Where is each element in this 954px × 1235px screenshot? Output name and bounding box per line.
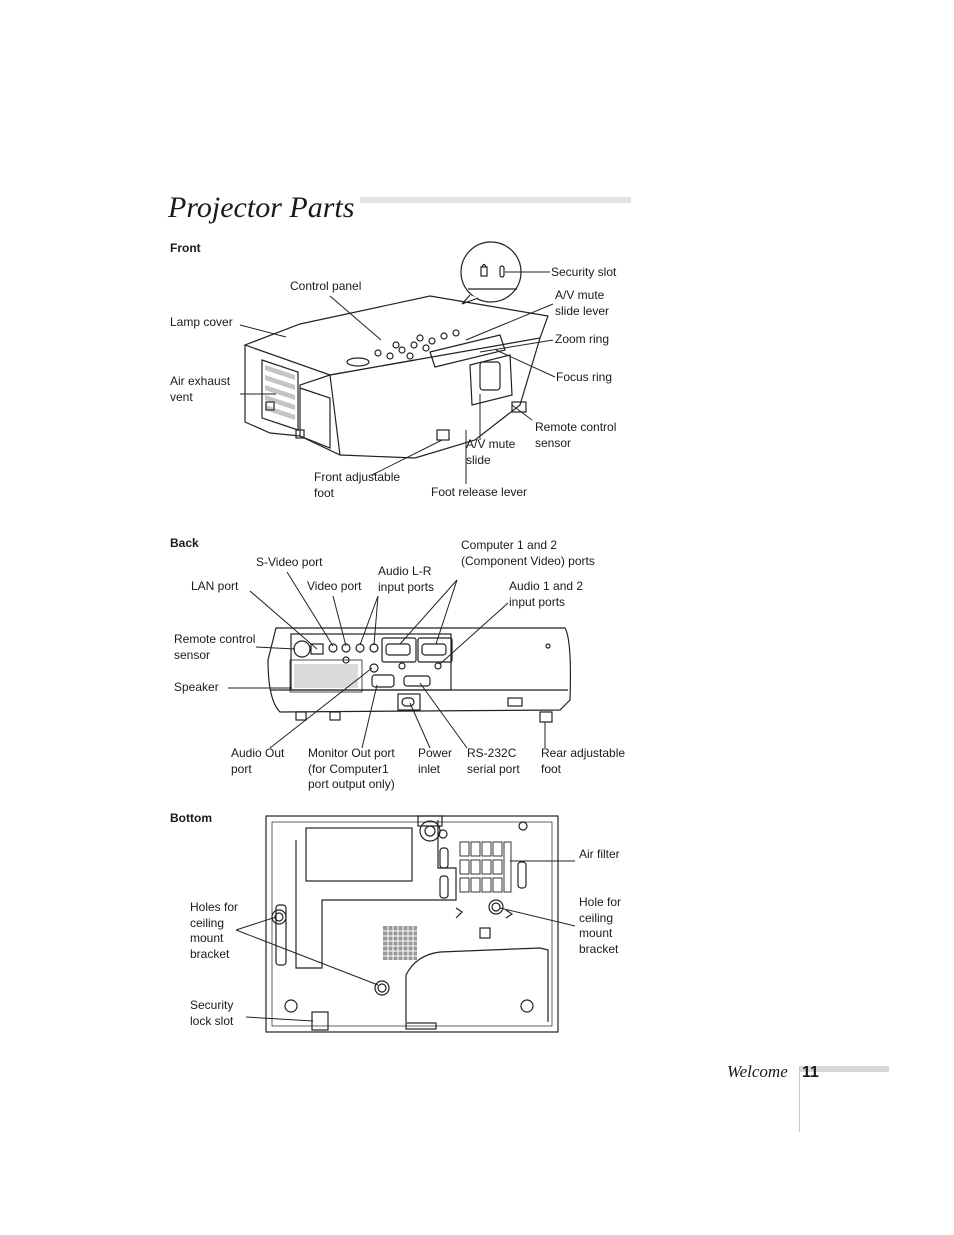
label-rs232c: RS-232C serial port [467, 746, 520, 776]
label-lamp-cover: Lamp cover [170, 315, 233, 329]
label-hole-ceiling: Hole for ceiling mount bracket [579, 895, 622, 956]
footer-section: Welcome [727, 1062, 788, 1081]
label-security-slot: Security slot [551, 265, 617, 279]
label-svideo-port: S-Video port [256, 555, 323, 569]
label-remote-control-sensor-front: Remote control sensor [535, 420, 617, 450]
title-rule [168, 197, 631, 203]
label-control-panel: Control panel [290, 279, 362, 293]
footer-divider [799, 1066, 800, 1132]
label-zoom-ring: Zoom ring [555, 332, 610, 346]
label-holes-ceiling: Holes for ceiling mount bracket [190, 900, 239, 961]
label-air-filter: Air filter [579, 847, 620, 861]
label-foot-release-lever: Foot release lever [431, 485, 528, 499]
label-rear-foot: Rear adjustable foot [541, 746, 626, 776]
label-monitor-out: Monitor Out port (for Computer1 port out… [308, 746, 395, 791]
label-power-inlet: Power inlet [418, 746, 453, 776]
front-heading: Front [170, 241, 201, 255]
back-heading: Back [170, 536, 199, 550]
page-number: 11 [802, 1064, 819, 1081]
label-air-exhaust-vent: Air exhaust vent [170, 374, 231, 404]
label-audio-lr: Audio L-R input ports [378, 564, 435, 594]
label-av-mute-slide-lever: A/V mute slide lever [555, 288, 610, 318]
label-focus-ring: Focus ring [556, 370, 613, 384]
footer-rule [800, 1066, 889, 1072]
label-audio-12: Audio 1 and 2 input ports [509, 579, 584, 609]
label-lan-port: LAN port [191, 579, 239, 593]
label-av-mute-slide: A/V mute slide [466, 437, 516, 467]
label-front-adjustable-foot: Front adjustable foot [314, 470, 401, 500]
bottom-heading: Bottom [170, 811, 212, 825]
label-audio-out: Audio Out port [231, 746, 285, 776]
label-speaker: Speaker [174, 680, 219, 694]
page-title: Projector Parts [168, 188, 361, 228]
label-video-port: Video port [307, 579, 362, 593]
label-remote-control-sensor-back: Remote control sensor [174, 632, 256, 662]
label-security-lock: Security lock slot [190, 998, 234, 1028]
label-computer-ports: Computer 1 and 2 (Component Video) ports [461, 538, 595, 568]
